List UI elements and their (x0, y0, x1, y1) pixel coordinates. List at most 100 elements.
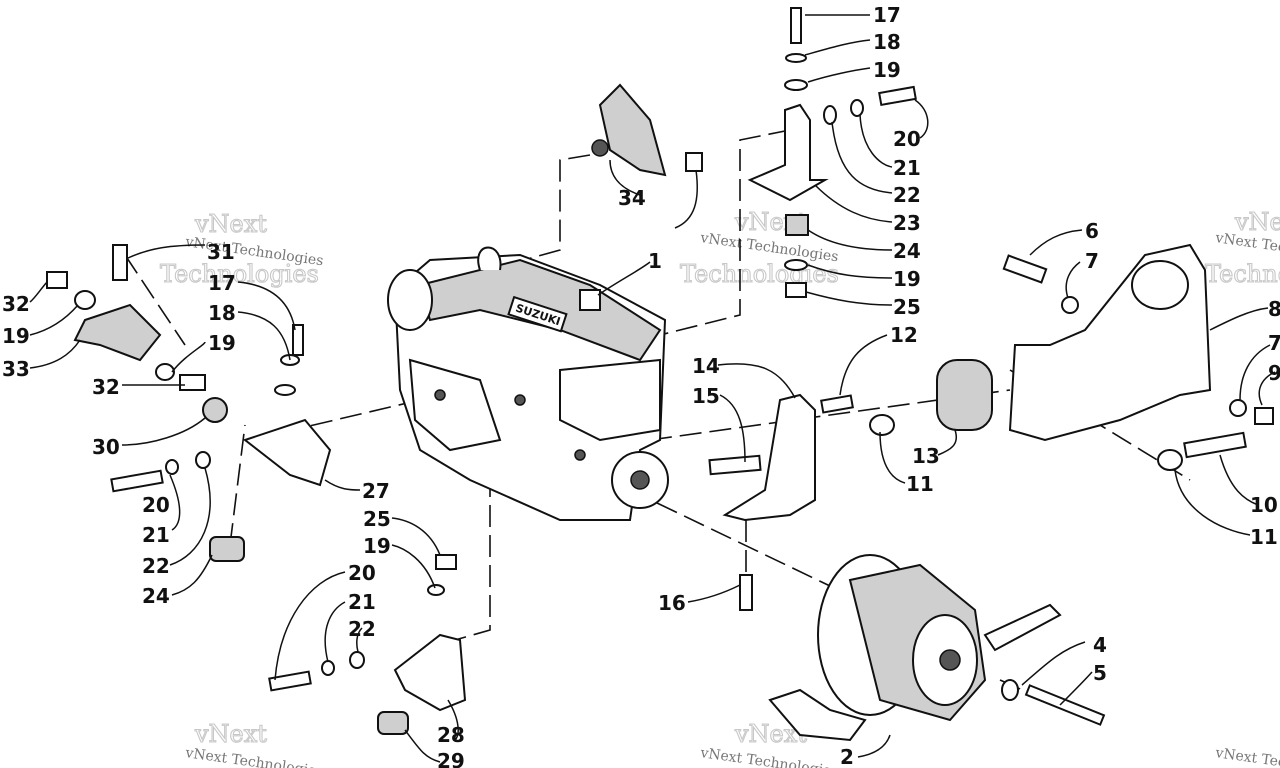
callout-25: 25 (893, 295, 921, 319)
mount-bracket-27 (393, 633, 467, 712)
mount-bracket-23 (747, 103, 829, 202)
mount-24b (209, 536, 245, 562)
bolt-12 (820, 394, 854, 414)
leader-23 (814, 184, 893, 223)
leader-21c (324, 601, 346, 663)
top-mount-23 (747, 7, 917, 298)
nut-25b (435, 554, 457, 570)
leader-31 (29, 281, 48, 303)
mount-bracket-26 (242, 418, 332, 487)
watermark-outline-technologies: Technologies (1205, 260, 1280, 288)
callout-24: 24 (893, 239, 921, 263)
spacer-13 (936, 359, 993, 431)
upper-bracket-33 (591, 83, 703, 177)
callout-27: 28 (437, 723, 465, 747)
watermark-outline-technologies: Technologies (160, 260, 319, 288)
bolt-10 (1183, 431, 1247, 459)
leader-10 (1219, 454, 1259, 506)
callout-21: 21 (893, 156, 921, 180)
leader-9 (1258, 371, 1276, 406)
leader-30 (127, 244, 206, 259)
leader-12 (839, 334, 888, 396)
drive-clutch (768, 554, 1106, 742)
callout-26: 27 (362, 479, 390, 503)
upper-bracket-boss (591, 139, 609, 157)
washer-21b (165, 459, 179, 475)
leader-14 (717, 363, 796, 399)
callout-1: 1 (648, 249, 662, 273)
callout-8: 8 (1268, 297, 1280, 321)
callout-33: 34 (618, 186, 646, 210)
callout-12: 12 (890, 323, 918, 347)
nut-31 (46, 271, 68, 289)
mount-24 (785, 214, 809, 236)
watermark-outline-vnext: vNext (194, 210, 267, 238)
belt-segment-lower (768, 688, 867, 742)
leader-8 (1209, 307, 1269, 331)
bolt-20 (878, 85, 917, 107)
engine-bolt (514, 394, 526, 406)
right-bracket-8 (1002, 243, 1274, 471)
watermark-outline-vnext: vNext (1234, 208, 1280, 236)
callout-19b: 19 (893, 267, 921, 291)
leader-17b (237, 281, 296, 331)
washer-19d (274, 384, 296, 396)
callout-5: 5 (1093, 661, 1107, 685)
callout-7b: 7 (1268, 331, 1280, 355)
callout-17b: 17 (208, 271, 236, 295)
callout-labels: 1 2 4 5 6 7 8 7 9 10 11 11 12 13 14 15 1… (2, 3, 1280, 768)
leader-22c (356, 627, 363, 653)
belt-segment (983, 603, 1062, 652)
leader-22b (169, 467, 211, 566)
callout-14: 14 (692, 354, 720, 378)
engine-bolt (574, 449, 586, 461)
callout-20: 20 (893, 127, 921, 151)
assembly-line-mount-24 (229, 424, 246, 546)
washer-21 (850, 99, 864, 117)
washer-22b (195, 451, 211, 469)
leader-lines (29, 14, 1276, 763)
nut-25 (785, 282, 807, 298)
leader-27 (447, 699, 459, 741)
callout-30: 31 (207, 240, 235, 264)
leader-11b (1174, 469, 1251, 536)
leader-24 (807, 229, 893, 251)
washer-19-left (74, 290, 96, 310)
callout-25b: 25 (363, 507, 391, 531)
washer-4 (1001, 679, 1019, 701)
leader-19e (391, 544, 436, 589)
mount-bracket-32 (73, 303, 162, 362)
callout-2: 2 (840, 745, 854, 768)
washer-19 (784, 79, 808, 91)
callout-31b: 32 (92, 375, 120, 399)
washer-21c (321, 660, 335, 676)
assembly-line-top-mount (659, 129, 791, 336)
leader-16 (687, 584, 741, 603)
callout-19e: 19 (363, 534, 391, 558)
callout-22: 22 (893, 183, 921, 207)
callout-11: 11 (906, 472, 934, 496)
leader-7b (1239, 344, 1271, 401)
callout-20b: 20 (142, 493, 170, 517)
leader-6 (1029, 229, 1083, 256)
leader-7 (1065, 261, 1081, 299)
callout-18b: 18 (208, 301, 236, 325)
engine-crankcase (408, 358, 502, 452)
callout-17: 17 (873, 3, 901, 27)
watermark-outline-technologies: Technologies (680, 260, 839, 288)
mount-29 (202, 397, 228, 423)
leader-4 (1021, 641, 1086, 686)
washer-22c (349, 651, 365, 669)
washer-19b (784, 259, 808, 271)
callout-10: 10 (1250, 493, 1278, 517)
watermark-group: vNext Technologies vNext Technologies vN… (159, 207, 1280, 768)
washer-18 (785, 53, 807, 63)
leader-25 (805, 291, 893, 306)
callout-6: 6 (1085, 219, 1099, 243)
engine-assembly: SUZUKI (387, 246, 669, 521)
leader-32 (29, 339, 81, 369)
callout-9: 9 (1268, 361, 1280, 385)
engine-intake (387, 269, 433, 331)
assembly-line-left-top (124, 254, 186, 346)
